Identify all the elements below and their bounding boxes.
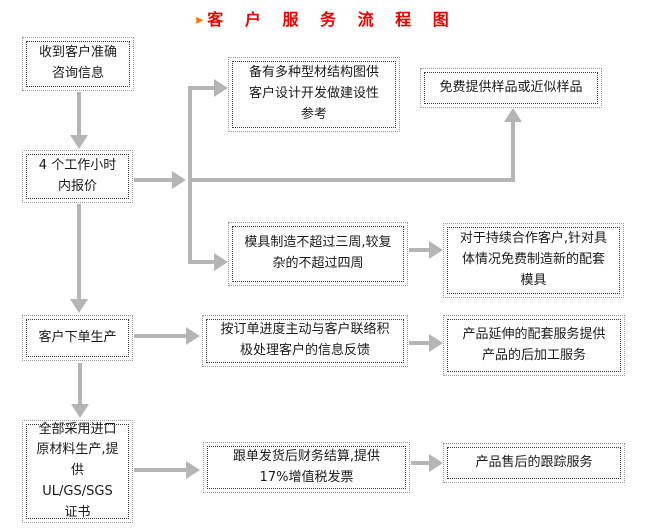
flow-box-mold-lead-time: 模具制造不超过三周,较复杂的不超过四周 [228,222,408,286]
title-bullet-icon: ▸ [196,12,204,28]
connector-line [134,468,188,472]
connector-line [77,92,81,136]
flow-box-post-processing: 产品延伸的配套服务提供产品的后加工服务 [443,315,625,376]
flow-box-label: 客户下单生产 [26,319,129,357]
arrowhead-right-icon [429,334,443,352]
arrowhead-right-icon [214,253,228,271]
flow-box-label: 按订单进度主动与客户联络积极处理客户的信息反馈 [206,319,404,363]
flow-box-label: 产品售后的跟踪服务 [447,447,621,479]
connector-line [409,341,431,345]
flow-box-label: 跟单发货后财务结算,提供17%增值税发票 [207,446,406,489]
flow-box-label: 4 个工作小时内报价 [26,154,129,199]
arrowhead-right-icon [186,327,200,345]
arrowhead-down-icon [71,404,89,418]
flow-box-label: 免费提供样品或近似样品 [424,72,598,104]
flow-box-customer-order: 客户下单生产 [22,315,133,361]
flow-box-order-progress: 按订单进度主动与客户联络积极处理客户的信息反馈 [202,315,408,367]
connector-line [77,204,81,300]
flow-box-label: 备有多种型材结构图供客户设计开发做建设性参考 [232,61,396,128]
connector-line [409,248,431,252]
flow-box-quote-in-4-hours: 4 个工作小时内报价 [22,150,133,203]
connector-line [188,260,214,264]
flow-box-label: 产品延伸的配套服务提供产品的后加工服务 [447,319,621,372]
arrowhead-right-icon [172,171,186,189]
connector-line [188,86,192,264]
arrowhead-right-icon [186,461,200,479]
connector-line [192,178,513,182]
page-title: ▸客 户 服 务 流 程 图 [0,6,653,30]
arrowhead-down-icon [70,299,88,313]
flow-box-label: 对于持续合作客户,针对具体情况免费制造新的配套模具 [447,227,620,294]
flow-box-imported-materials: 全部采用进口原材料生产,提供 UL/GS/SGS 证书 [22,420,133,523]
connector-line [411,461,431,465]
arrowhead-right-icon [429,241,443,259]
connector-line [511,122,515,182]
flow-box-label: 全部采用进口原材料生产,提供 UL/GS/SGS 证书 [26,422,129,520]
arrowhead-right-icon [214,79,228,97]
connector-line [78,363,82,405]
connector-line [134,334,188,338]
flow-box-free-samples: 免费提供样品或近似样品 [420,68,602,108]
page-title-text: 客 户 服 务 流 程 图 [207,10,457,29]
flow-box-receive-inquiry: 收到客户准确咨询信息 [22,37,134,91]
flow-box-label: 收到客户准确咨询信息 [26,41,130,87]
arrowhead-up-icon [504,108,522,122]
connector-line [188,86,214,90]
flow-box-after-sales: 产品售后的跟踪服务 [443,443,625,483]
arrowhead-right-icon [429,454,443,472]
connector-line [134,178,172,182]
flow-box-invoice: 跟单发货后财务结算,提供17%增值税发票 [203,442,410,493]
flow-box-free-new-molds: 对于持续合作客户,针对具体情况免费制造新的配套模具 [443,223,624,298]
flow-box-label: 模具制造不超过三周,较复杂的不超过四周 [232,226,404,282]
arrowhead-down-icon [70,135,88,149]
flow-box-profile-drawings: 备有多种型材结构图供客户设计开发做建设性参考 [228,57,400,132]
